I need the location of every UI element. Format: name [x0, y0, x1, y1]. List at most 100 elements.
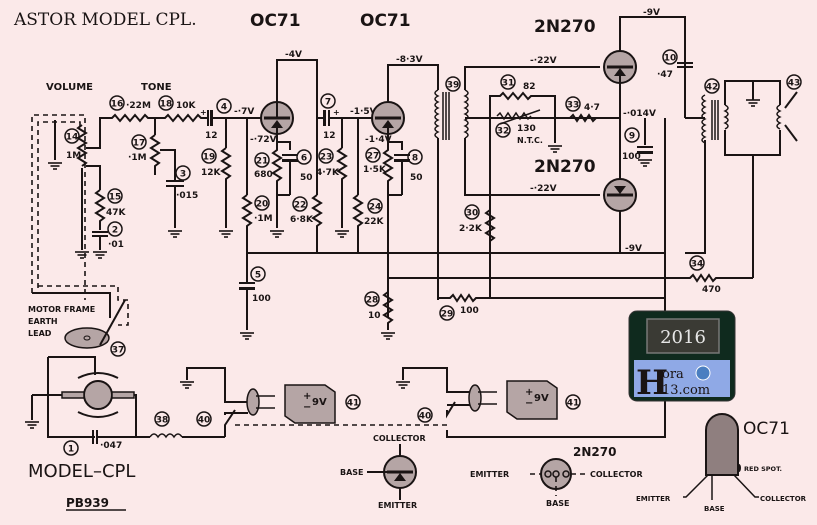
value-6: 50 [300, 173, 313, 183]
value-2: ·01 [108, 240, 124, 250]
tone-label: TONE [141, 82, 172, 93]
ref-16: 16 [111, 100, 124, 110]
motor-frame [64, 327, 110, 349]
transformer-42-secondary [723, 104, 729, 130]
volume-pot [76, 124, 88, 167]
battery-right-minus: − [525, 398, 533, 409]
header-oc71-2: OC71 [360, 11, 411, 31]
voltage-emitter-1: -·72V [250, 135, 277, 145]
pinout-oc71-title: OC71 [743, 419, 790, 439]
volume-wiper [86, 117, 112, 149]
legend-emitter: EMITTER [378, 501, 417, 510]
ref-39: 39 [447, 81, 460, 91]
value-21: 680 [254, 170, 273, 180]
value-29: 100 [460, 306, 479, 316]
ref-28: 28 [366, 296, 379, 306]
value-30: 2·2K [459, 224, 483, 234]
value-5: 100 [252, 294, 271, 304]
watermark-site-1: ora [662, 367, 684, 382]
ref-18: 18 [160, 100, 173, 110]
header-2n270-bottom: 2N270 [534, 157, 596, 177]
transformer-42-primary [701, 94, 707, 144]
pinout-oc71-emitter: EMITTER [636, 495, 671, 503]
ref-14: 14 [66, 133, 79, 143]
ref-34: 34 [691, 260, 704, 270]
value-33: 4·7 [584, 103, 600, 113]
transformer-39-primary [434, 89, 440, 139]
ref-20: 20 [256, 200, 269, 210]
ref-33: 33 [567, 101, 580, 111]
value-4: 12 [205, 131, 218, 141]
value-8: 50 [410, 173, 423, 183]
pinout-2n270-emitter: EMITTER [470, 470, 509, 479]
ref-43: 43 [788, 79, 801, 89]
resistor-18 [155, 113, 205, 123]
legend-base: BASE [340, 468, 364, 477]
motor-lead-label: LEAD [28, 329, 52, 338]
ref-10: 10 [664, 54, 677, 64]
ref-6: 6 [301, 154, 307, 164]
resistor-19 [220, 147, 232, 228]
ref-23: 23 [320, 153, 333, 163]
ref-37: 37 [112, 346, 125, 356]
motor [83, 380, 113, 410]
legend-collector: COLLECTOR [373, 434, 426, 443]
watermark-year: 2016 [660, 327, 706, 348]
ref-8: 8 [412, 154, 418, 164]
value-3: ·015 [176, 191, 198, 201]
ref-5: 5 [255, 271, 261, 281]
value-24: 22K [364, 217, 385, 227]
watermark-badge: 2016 H ora 13.com [628, 310, 736, 403]
ref-2: 2 [112, 226, 118, 236]
value-31: 82 [523, 82, 536, 92]
ntc-label: N.T.C. [517, 136, 543, 145]
ref-41-left: 41 [347, 399, 360, 409]
voltage-base-4: -·22V [530, 184, 557, 194]
value-19: 12K [201, 168, 222, 178]
ref-9: 9 [629, 132, 635, 142]
pinout-oc71-collector: COLLECTOR [760, 495, 807, 503]
voltage-base-3: -·22V [530, 56, 557, 66]
value-7: 12 [323, 131, 336, 141]
schematic-title: ASTOR MODEL CPL. [13, 10, 197, 30]
model-code: PB939 [66, 496, 109, 510]
value-23: 4·7K [316, 168, 340, 178]
ref-1: 1 [68, 445, 74, 455]
pinout-oc71 [705, 413, 739, 476]
svg-text:+: + [200, 108, 207, 117]
value-15: 47K [106, 208, 127, 218]
ref-30: 30 [466, 209, 479, 219]
ref-40-left: 40 [198, 416, 211, 426]
shield-wire [32, 292, 111, 318]
voltage-supply-top: -9V [643, 8, 660, 18]
value-27: 1·5K [363, 165, 387, 175]
header-2n270-top: 2N270 [534, 17, 596, 37]
ref-15: 15 [109, 193, 122, 203]
ref-4: 4 [221, 103, 227, 113]
ref-21: 21 [256, 157, 269, 167]
ref-7: 7 [325, 98, 331, 108]
shield-lead-inner [37, 121, 81, 288]
ref-41-right: 41 [567, 399, 580, 409]
ref-27: 27 [367, 152, 380, 162]
voltage-base-1: -·7V [234, 107, 254, 117]
watermark-initial: H [636, 363, 668, 403]
voltage-supply-bottom: -9V [625, 244, 642, 254]
value-9: 100 [622, 152, 641, 162]
motor-earth-label: EARTH [28, 317, 58, 326]
ref-3: 3 [180, 170, 186, 180]
battery-right-voltage: 9V [534, 393, 549, 404]
shield-wire-2 [38, 285, 129, 326]
pinout-oc71-red-spot: RED SPOT. [744, 465, 782, 473]
value-20: ·1M [254, 214, 273, 224]
battery-left-voltage: 9V [312, 397, 327, 408]
ref-32: 32 [497, 127, 510, 137]
value-18: 10K [176, 101, 197, 111]
value-16: ·22M [126, 101, 151, 111]
battery-plug-left [246, 388, 260, 416]
ref-42: 42 [706, 83, 719, 93]
motor-frame-label: MOTOR FRAME [28, 305, 95, 314]
ref-29: 29 [441, 310, 454, 320]
ref-19: 19 [203, 153, 216, 163]
